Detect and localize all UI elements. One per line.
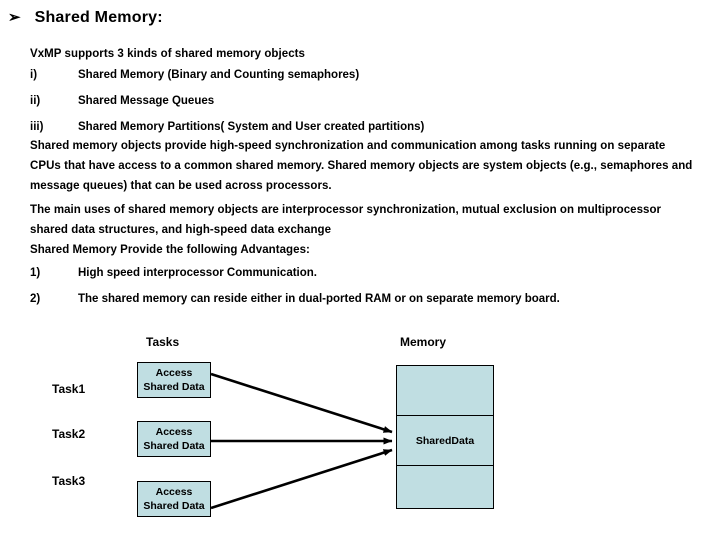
task-label-3: Task3 <box>52 474 86 488</box>
memory-cell-shared-data: SharedData <box>397 415 493 465</box>
task-label-1: Task1 <box>52 382 86 396</box>
diagram-header-memory: Memory <box>400 335 447 349</box>
paragraph-text: Shared memory objects provide high-speed… <box>30 140 693 192</box>
paragraph-text: The main uses of shared memory objects a… <box>30 204 662 236</box>
task-label-2: Task2 <box>52 427 86 441</box>
list-item: 1) High speed interprocessor Communicati… <box>30 260 698 286</box>
task-box-line2: Shared Data <box>143 440 205 452</box>
list-item-marker: iii) <box>30 121 44 133</box>
diagram-header-tasks: Tasks <box>146 335 180 349</box>
advantages-heading: Shared Memory Provide the following Adva… <box>30 240 690 260</box>
task-box-3[interactable]: Access Shared Data <box>137 481 211 517</box>
list-item-label: High speed interprocessor Communication. <box>78 267 317 279</box>
list-item-label: Shared Memory Partitions( System and Use… <box>78 121 425 133</box>
list-item: 2) The shared memory can reside either i… <box>30 286 698 312</box>
arrow-task3-to-memory <box>210 448 393 510</box>
list-item-marker: ii) <box>30 95 41 107</box>
paragraph-text: Shared Memory Provide the following Adva… <box>30 244 310 256</box>
description-paragraph-1: Shared memory objects provide high-speed… <box>30 136 698 196</box>
task-box-line2: Shared Data <box>143 500 205 512</box>
advantages-list: 1) High speed interprocessor Communicati… <box>30 260 698 312</box>
intro-text: VxMP supports 3 kinds of shared memory o… <box>30 48 305 60</box>
list-item-marker: 1) <box>30 267 41 279</box>
task-box-line1: Access <box>155 486 193 498</box>
list-item-label: The shared memory can reside either in d… <box>78 293 560 305</box>
list-item-marker: i) <box>30 69 38 81</box>
task-box-line1: Access <box>155 367 193 379</box>
memory-cell-top <box>397 366 493 415</box>
memory-block[interactable]: SharedData <box>396 365 494 509</box>
list-item-label: Shared Memory (Binary and Counting semap… <box>78 69 360 81</box>
kinds-list: i) Shared Memory (Binary and Counting se… <box>30 62 690 140</box>
arrow-task1-to-memory <box>210 372 393 434</box>
list-item: ii) Shared Message Queues <box>30 88 690 114</box>
task-box-line1: Access <box>155 426 193 438</box>
page-title-text: Shared Memory: <box>34 9 163 26</box>
intro-paragraph: VxMP supports 3 kinds of shared memory o… <box>30 44 690 64</box>
arrowhead-bullet-icon: ➢ <box>8 9 21 26</box>
task-box-2[interactable]: Access Shared Data <box>137 421 211 457</box>
page-title: ➢ Shared Memory: <box>8 8 163 28</box>
task-box-line2: Shared Data <box>143 381 205 393</box>
list-item-marker: 2) <box>30 293 41 305</box>
list-item-label: Shared Message Queues <box>78 95 215 107</box>
description-paragraph-2: The main uses of shared memory objects a… <box>30 200 698 240</box>
list-item: iii) Shared Memory Partitions( System an… <box>30 114 690 140</box>
memory-cell-bottom <box>397 465 493 508</box>
task-box-1[interactable]: Access Shared Data <box>137 362 211 398</box>
list-item: i) Shared Memory (Binary and Counting se… <box>30 62 690 88</box>
